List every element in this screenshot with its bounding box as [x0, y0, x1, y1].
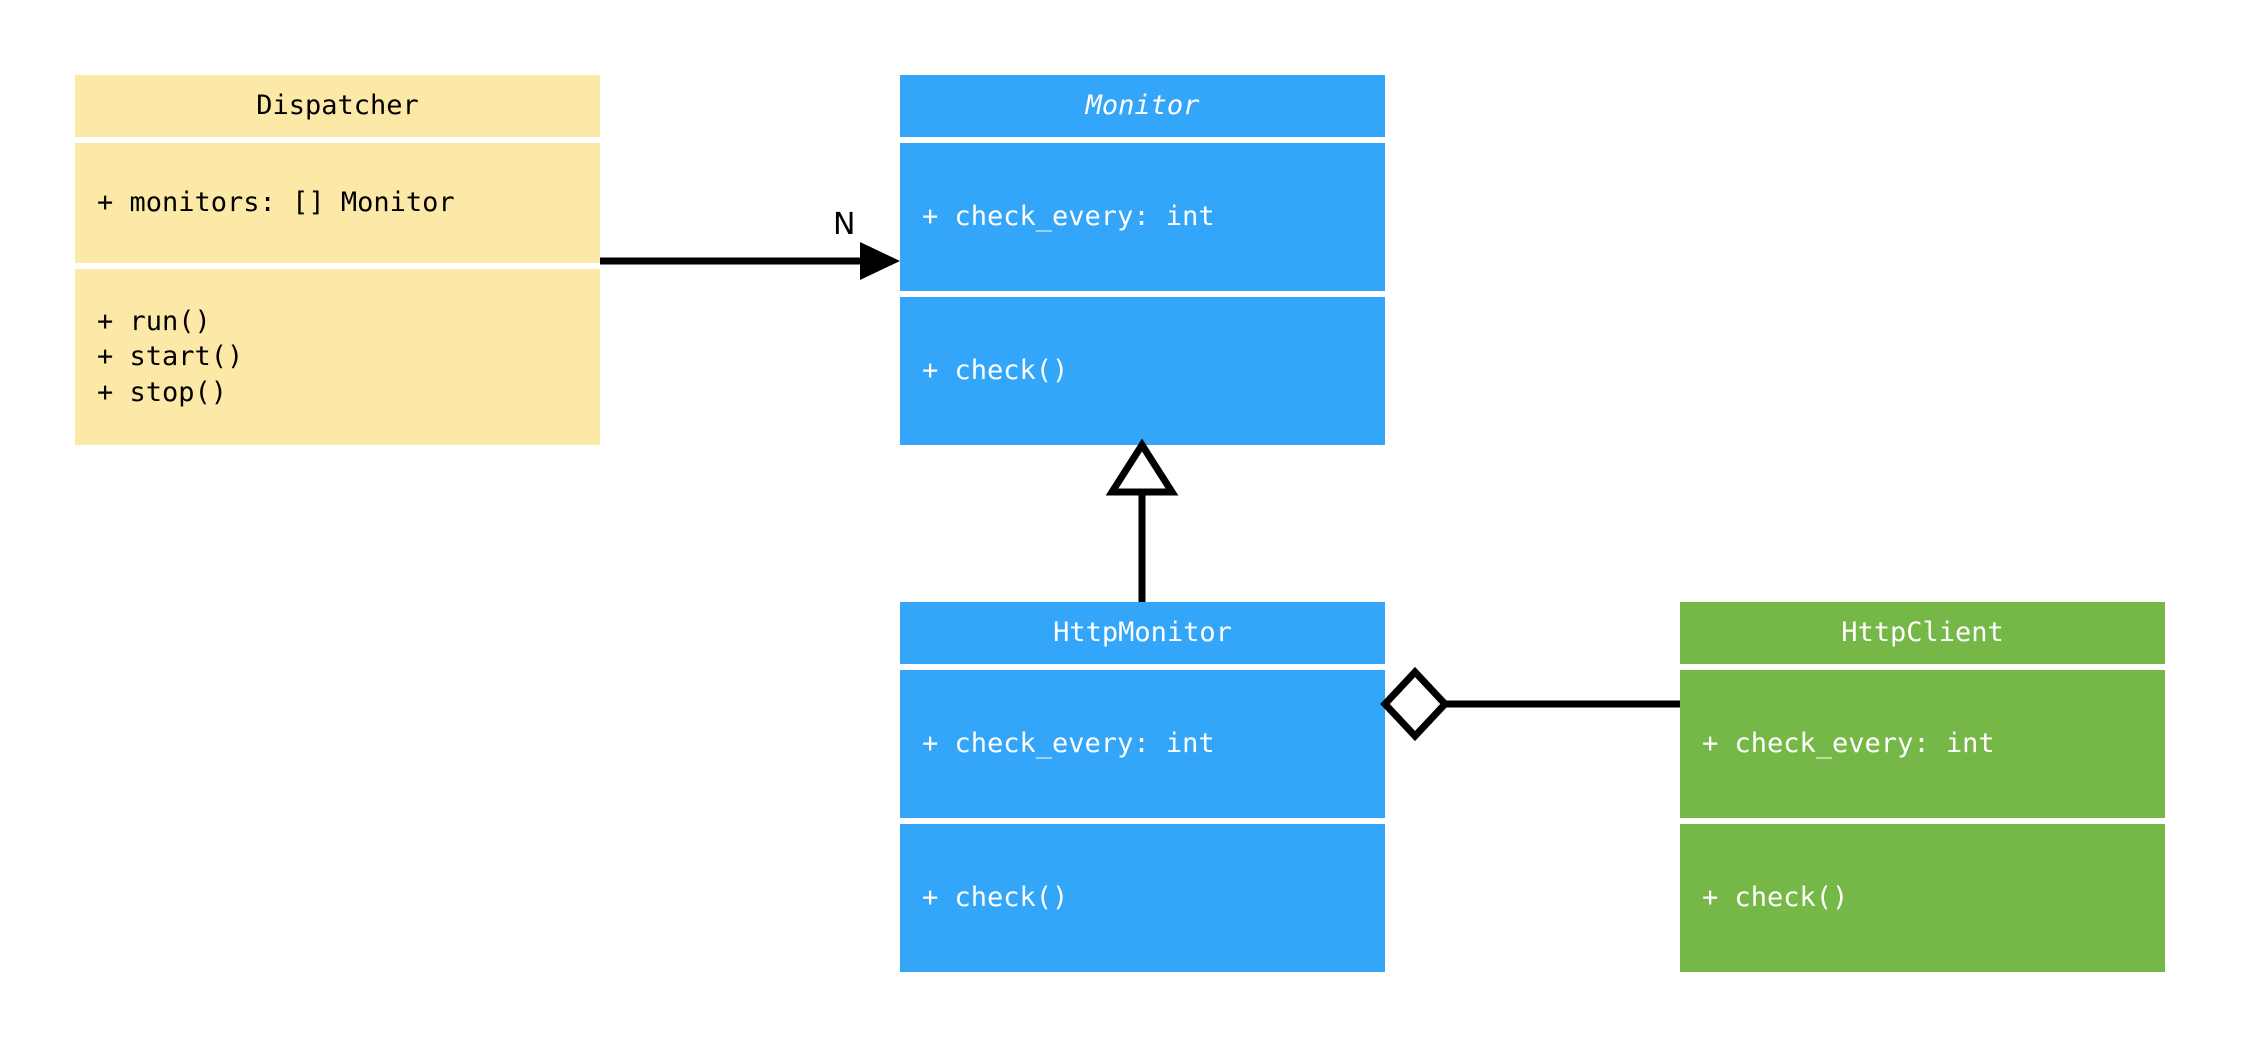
class-attribute: + monitors: [] Monitor — [97, 187, 455, 219]
class-attributes-compartment-httpclient: + check_every: int — [1680, 670, 2165, 818]
compartment-separator — [900, 664, 1385, 670]
relationship-aggregation-httpmonitor-httpclient — [1380, 666, 1680, 742]
filled-triangle-arrowhead-icon — [860, 242, 900, 280]
relationship-association-dispatcher-monitor — [600, 242, 900, 280]
class-attributes-compartment-monitor: + check_every: int — [900, 143, 1385, 291]
class-attributes-compartment-dispatcher: + monitors: [] Monitor — [75, 143, 600, 263]
class-title-compartment-httpmonitor: HttpMonitor — [900, 602, 1385, 664]
class-title-compartment-monitor: Monitor — [900, 75, 1385, 137]
class-name-httpmonitor: HttpMonitor — [1053, 617, 1232, 649]
class-attribute: + check_every: int — [922, 728, 1215, 760]
class-method: + start() — [97, 341, 244, 373]
class-method: + stop() — [97, 376, 228, 408]
hollow-diamond-aggregation-icon — [1380, 666, 1450, 742]
class-name-dispatcher: Dispatcher — [256, 90, 419, 122]
class-title-compartment-httpclient: HttpClient — [1680, 602, 2165, 664]
class-box-dispatcher[interactable]: Dispatcher + monitors: [] Monitor + run(… — [75, 75, 600, 445]
compartment-separator — [75, 263, 600, 269]
class-title-compartment-dispatcher: Dispatcher — [75, 75, 600, 137]
class-method: + check() — [922, 882, 1069, 914]
class-name-monitor: Monitor — [1085, 90, 1200, 122]
relationship-label-multiplicity-n: N — [833, 207, 856, 242]
class-box-monitor[interactable]: Monitor + check_every: int + check() — [900, 75, 1385, 445]
class-attributes-compartment-httpmonitor: + check_every: int — [900, 670, 1385, 818]
class-box-httpclient[interactable]: HttpClient + check_every: int + check() — [1680, 602, 2165, 972]
class-box-httpmonitor[interactable]: HttpMonitor + check_every: int + check() — [900, 602, 1385, 972]
class-name-httpclient: HttpClient — [1841, 617, 2004, 649]
compartment-separator — [900, 291, 1385, 297]
class-methods-compartment-monitor: + check() — [900, 297, 1385, 445]
class-method: + check() — [922, 355, 1069, 387]
compartment-separator — [75, 137, 600, 143]
class-attribute: + check_every: int — [922, 201, 1215, 233]
relationship-generalization-httpmonitor-monitor — [1105, 438, 1179, 602]
compartment-separator — [900, 818, 1385, 824]
class-method: + run() — [97, 305, 211, 337]
class-methods-compartment-httpclient: + check() — [1680, 824, 2165, 972]
compartment-separator — [1680, 818, 2165, 824]
class-methods-compartment-dispatcher: + run() + start() + stop() — [75, 269, 600, 445]
class-method: + check() — [1702, 882, 1849, 914]
hollow-triangle-arrowhead-icon — [1105, 438, 1179, 496]
class-methods-compartment-httpmonitor: + check() — [900, 824, 1385, 972]
class-attribute: + check_every: int — [1702, 728, 1995, 760]
compartment-separator — [900, 137, 1385, 143]
compartment-separator — [1680, 664, 2165, 670]
